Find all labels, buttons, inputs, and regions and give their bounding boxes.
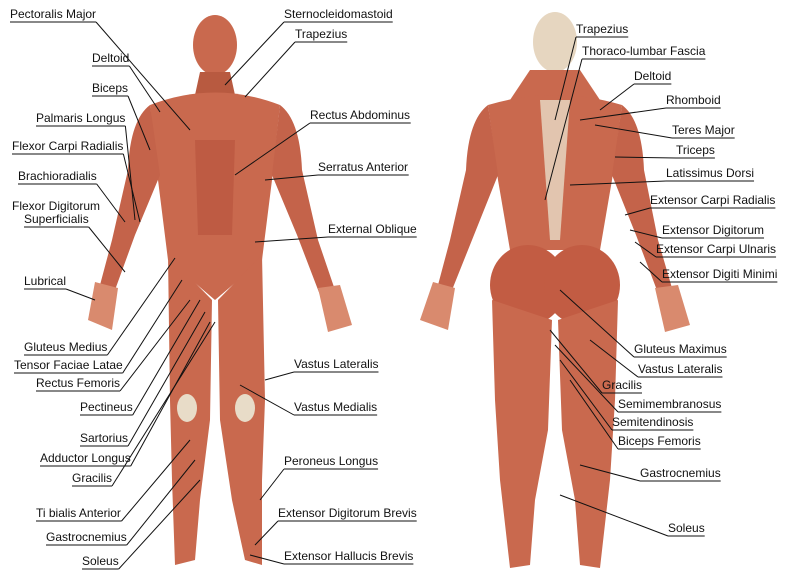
leader-line [234, 122, 311, 176]
back-label-latissimus-dorsi: Latissimus Dorsi [666, 166, 755, 180]
back-label-extensor-digitorum: Extensor Digitorum [662, 223, 765, 237]
leader-line [96, 183, 126, 223]
front-label-soleus: Soleus [82, 554, 119, 568]
leader-line [127, 95, 151, 151]
leader-line [244, 41, 296, 98]
front-label-vastus-lateralis: Vastus Lateralis [294, 357, 379, 371]
back-body-figure [420, 12, 690, 568]
leader-line [559, 289, 635, 358]
leader-line [128, 65, 161, 113]
leader-line [88, 226, 126, 273]
front-label-sartorius: Sartorius [80, 431, 129, 445]
leader-line [224, 21, 285, 86]
back-label-gluteus-maximus: Gluteus Maximus [634, 342, 727, 356]
front-label-gluteus-medius: Gluteus Medius [24, 340, 108, 354]
front-label-vastus-medialis: Vastus Medialis [294, 400, 378, 414]
front-label-pectoralis-major: Pectoralis Major [10, 7, 97, 21]
leader-line [614, 156, 677, 159]
leader-line [579, 107, 667, 121]
leader-line [249, 554, 285, 565]
leader-line [111, 321, 216, 487]
back-label-deltoid: Deltoid [634, 69, 672, 83]
front-label-ti-bialis-anterior: Ti bialis Anterior [36, 506, 121, 520]
front-label-trapezius: Trapezius [295, 27, 348, 41]
back-label-extensor-carpi-ulnaris: Extensor Carpi Ulnaris [656, 242, 777, 256]
front-label-peroneus-longus: Peroneus Longus [284, 454, 379, 468]
front-label-gastrocnemius: Gastrocnemius [46, 530, 127, 544]
leader-line [639, 261, 663, 283]
front-label-tensor-faciae-latae: Tensor Faciae Latae [14, 358, 123, 372]
leader-line [264, 174, 319, 181]
front-label-adductor-longus: Adductor Longus [40, 451, 131, 465]
front-label-rectus-abdominus: Rectus Abdominus [310, 108, 411, 122]
leader-line [264, 371, 295, 381]
back-label-semimembranosus: Semimembranosus [618, 397, 722, 411]
back-label-semitendinosis: Semitendinosis [612, 415, 694, 429]
front-label-extensor-digitorum-brevis: Extensor Digitorum Brevis [278, 506, 417, 520]
leader-line [544, 58, 583, 201]
leader-line [569, 180, 667, 186]
front-label-extensor-hallucis-brevis: Extensor Hallucis Brevis [284, 549, 414, 563]
back-label-teres-major: Teres Major [672, 123, 735, 137]
leader-line [634, 241, 657, 258]
back-label-extensor-carpi-radialis: Extensor Carpi Radialis [650, 193, 776, 207]
leader-line [119, 299, 191, 392]
leader-line [106, 257, 176, 356]
front-label-sternocleidomastoid: Sternocleidomastoid [284, 7, 393, 21]
leader-line [122, 279, 183, 374]
back-label-vastus-lateralis: Vastus Lateralis [638, 362, 723, 376]
leader-line [65, 288, 96, 301]
leader-line [549, 329, 603, 394]
front-label-lubrical: Lubrical [24, 274, 67, 288]
back-label-triceps: Triceps [676, 143, 715, 157]
front-label-palmaris-longus: Palmaris Longus [36, 111, 126, 125]
front-label-pectineus: Pectineus [80, 400, 133, 414]
front-label-gracilis: Gracilis [72, 471, 113, 485]
leader-line [559, 494, 669, 537]
leader-line [95, 21, 191, 131]
leader-line [239, 384, 295, 416]
leader-line [579, 464, 641, 482]
front-label-rectus-femoris: Rectus Femoris [36, 376, 121, 390]
back-label-extensor-digiti-minimi: Extensor Digiti Minimi [662, 267, 778, 281]
leader-line [624, 207, 651, 216]
front-label-deltoid: Deltoid [92, 51, 130, 65]
leader-line [121, 439, 191, 522]
leader-line [126, 459, 196, 546]
leader-line [559, 359, 613, 431]
leader-line [594, 124, 673, 139]
leader-line [589, 339, 639, 378]
front-label-superficialis: Superficialis [24, 212, 89, 226]
front-label-brachioradialis: Brachioradialis [18, 169, 97, 183]
leader-line [569, 379, 619, 450]
leader-lines [10, 21, 778, 570]
leader-line [259, 468, 285, 501]
back-label-gastrocnemius: Gastrocnemius [640, 466, 721, 480]
leader-line [599, 83, 635, 111]
back-label-soleus: Soleus [668, 521, 705, 535]
back-label-thoraco-lumbar-fascia: Thoraco-lumbar Fascia [582, 44, 706, 58]
leader-line [127, 311, 206, 447]
leader-line [254, 236, 329, 243]
front-label-flexor-carpi-radialis: Flexor Carpi Radialis [12, 139, 124, 153]
back-label-rhomboid: Rhomboid [666, 93, 721, 107]
front-label-flexor-digitorum: Flexor Digitorum [12, 199, 101, 213]
back-label-gracilis: Gracilis [602, 378, 643, 392]
front-label-external-oblique: External Oblique [328, 222, 417, 236]
back-label-biceps-femoris: Biceps Femoris [618, 434, 701, 448]
leader-line [124, 125, 136, 221]
leader-line [254, 520, 279, 546]
leader-line [132, 299, 201, 416]
leader-line [122, 153, 141, 223]
leader-line [554, 344, 619, 413]
leader-line [629, 229, 663, 239]
front-label-serratus-anterior: Serratus Anterior [318, 160, 409, 174]
leader-line [118, 479, 201, 570]
front-label-biceps: Biceps [92, 81, 129, 95]
front-body-figure [88, 15, 352, 565]
leader-line [554, 36, 577, 121]
back-label-trapezius: Trapezius [576, 22, 629, 36]
